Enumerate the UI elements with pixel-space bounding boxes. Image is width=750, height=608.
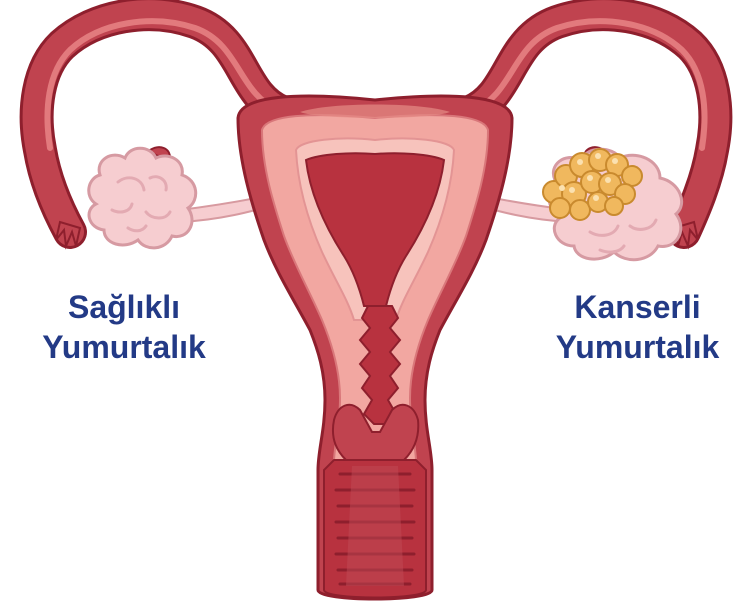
healthy-ovary <box>89 148 196 248</box>
cancerous-ovary-label: Kanserli Yumurtalık <box>525 287 750 367</box>
vagina <box>324 460 426 598</box>
cancerous-label-line2: Yumurtalık <box>525 327 750 367</box>
cancerous-label-line1: Kanserli <box>525 287 750 327</box>
healthy-label-line2: Yumurtalık <box>4 327 244 367</box>
healthy-ovary-label: Sağlıklı Yumurtalık <box>4 287 244 367</box>
healthy-label-line1: Sağlıklı <box>4 287 244 327</box>
